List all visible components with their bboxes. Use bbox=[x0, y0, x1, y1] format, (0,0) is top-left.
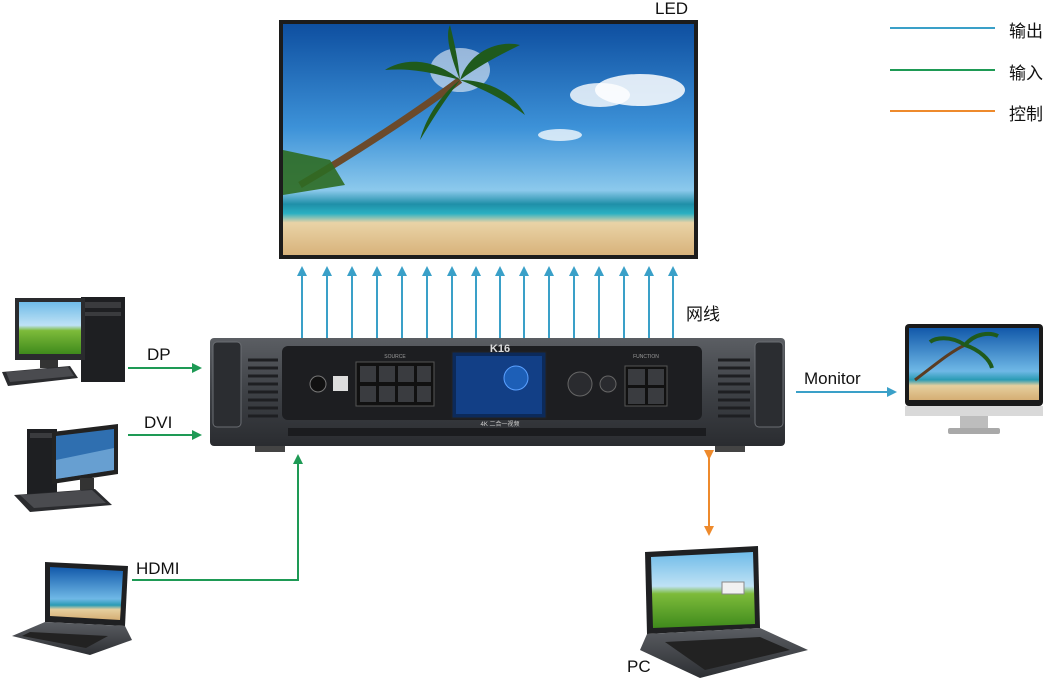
monitor-device bbox=[905, 324, 1043, 434]
control-laptop-pc bbox=[640, 546, 808, 678]
legend-input-label: 输入 bbox=[1009, 64, 1043, 83]
device-model: K16 bbox=[490, 343, 510, 355]
led-screen bbox=[279, 20, 698, 259]
dp-desktop-pc bbox=[2, 297, 125, 386]
pc-label: PC bbox=[627, 657, 651, 676]
device-source-label: SOURCE bbox=[384, 354, 406, 360]
network-cable-label: 网线 bbox=[686, 305, 720, 324]
network-cable-arrows bbox=[297, 266, 678, 342]
legend-control-label: 控制 bbox=[1009, 105, 1043, 124]
hdmi-input-arrow bbox=[132, 454, 303, 581]
legend bbox=[890, 27, 995, 112]
device-function-label: FUNCTION bbox=[633, 354, 659, 360]
led-label: LED bbox=[655, 0, 689, 18]
hdmi-laptop bbox=[12, 562, 132, 655]
dp-label: DP bbox=[147, 345, 171, 364]
k16-video-processor bbox=[210, 338, 785, 452]
dvi-desktop-pc bbox=[14, 424, 118, 512]
dvi-label: DVI bbox=[144, 413, 173, 432]
legend-output-label: 输出 bbox=[1009, 22, 1043, 41]
device-subtitle: 4K 二合一视频 bbox=[480, 420, 519, 428]
hdmi-label: HDMI bbox=[136, 559, 180, 578]
monitor-label: Monitor bbox=[804, 369, 861, 388]
